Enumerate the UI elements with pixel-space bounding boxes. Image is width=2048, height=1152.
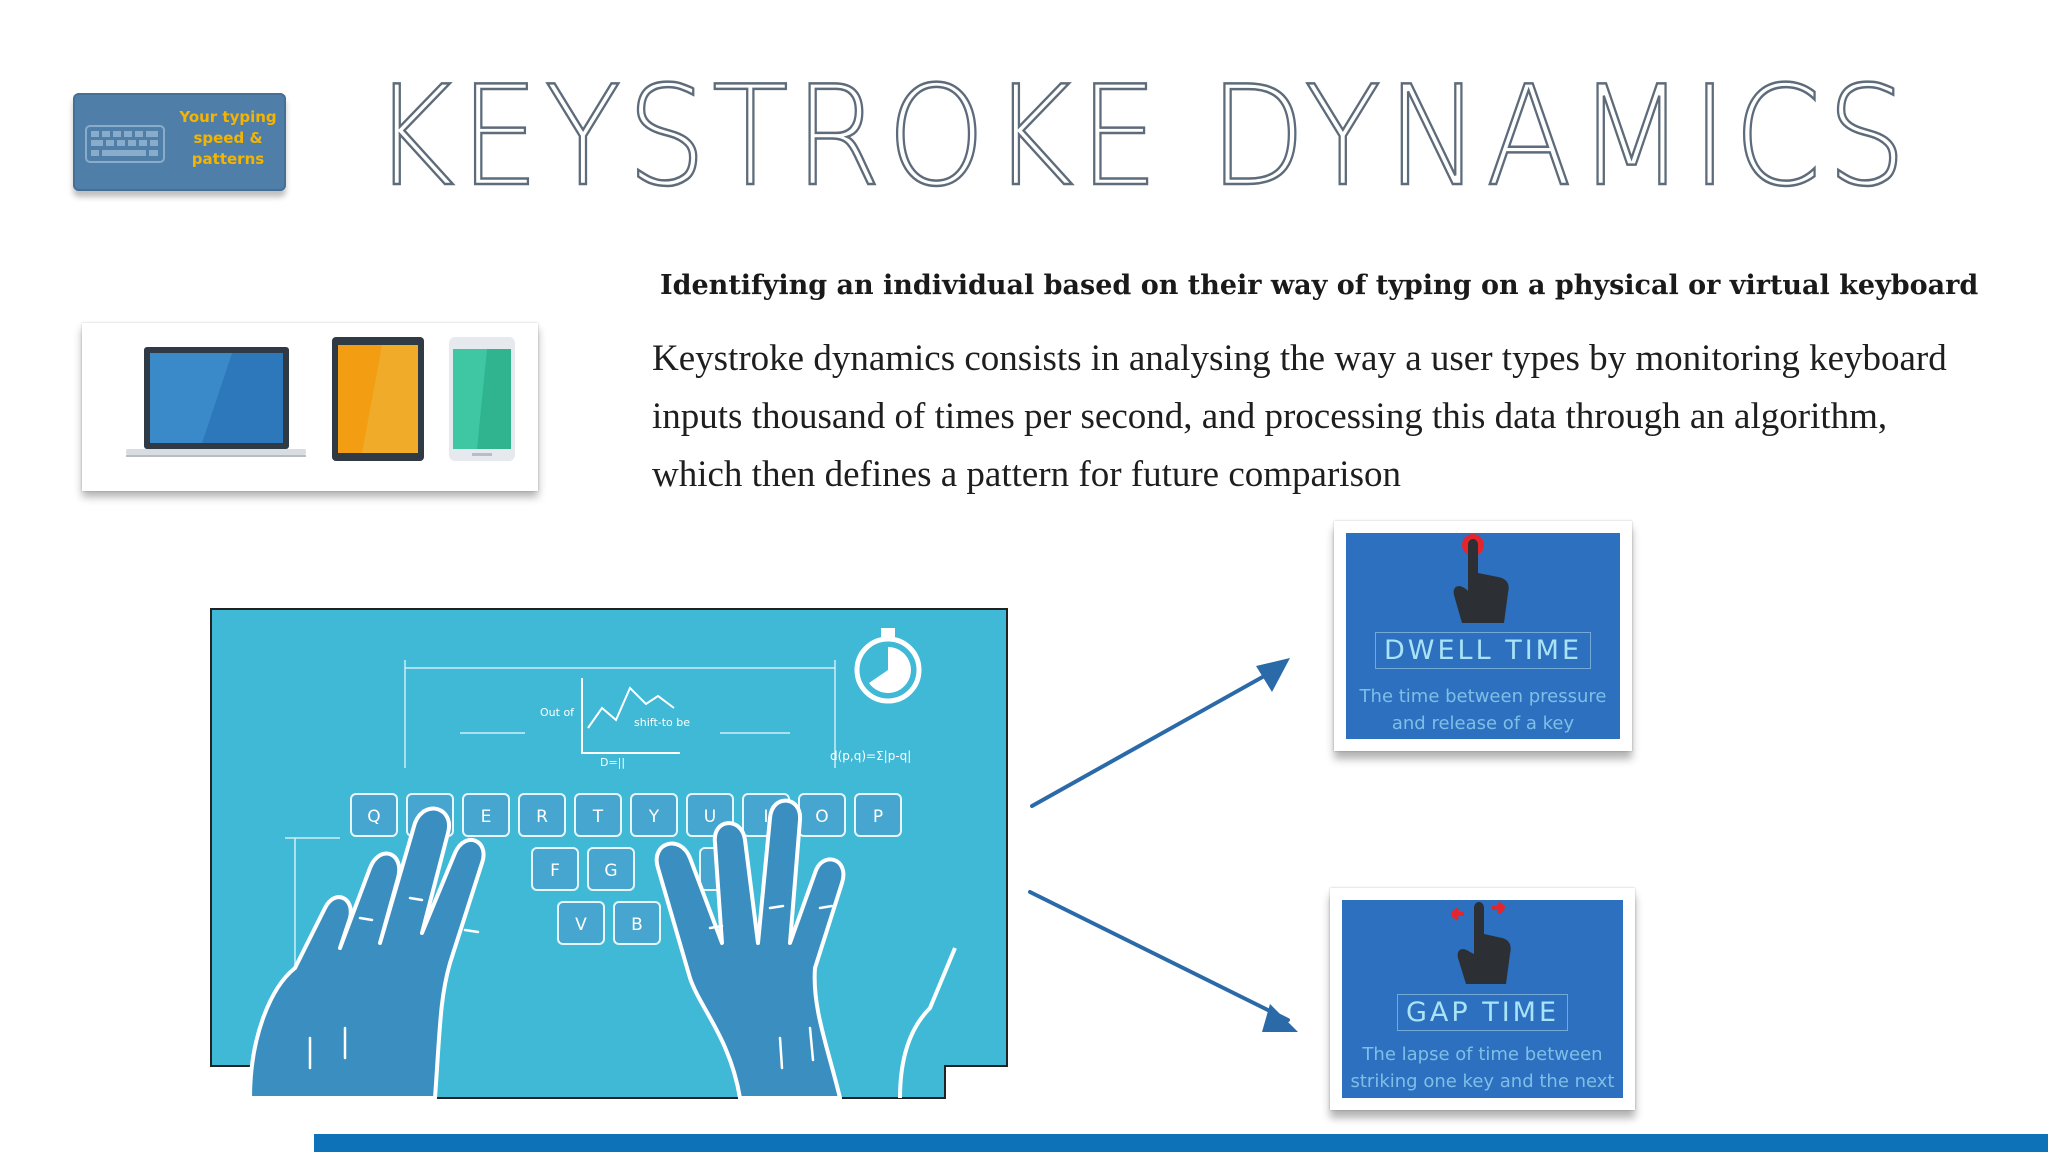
stopwatch-icon bbox=[854, 628, 922, 704]
slide-subtitle: Identifying an individual based on their… bbox=[660, 270, 1979, 301]
svg-text:P: P bbox=[873, 807, 883, 827]
svg-text:d(p,q)=Σ|p-q|: d(p,q)=Σ|p-q| bbox=[830, 749, 911, 763]
tablet-icon bbox=[332, 337, 424, 461]
svg-text:U: U bbox=[704, 807, 716, 827]
gap-time-card: GAP TIME The lapse of time between strik… bbox=[1330, 888, 1635, 1110]
bottom-accent-bar bbox=[314, 1134, 2048, 1152]
dwell-time-card: DWELL TIME The time between pressure and… bbox=[1334, 521, 1632, 751]
svg-text:O: O bbox=[815, 807, 828, 827]
keyboard-key: T bbox=[574, 793, 622, 837]
badge-line: patterns bbox=[191, 150, 265, 168]
svg-text:F: F bbox=[550, 861, 560, 881]
keyboard-key: F bbox=[531, 847, 579, 891]
svg-text:D=||: D=|| bbox=[600, 756, 625, 769]
badge-line: speed & bbox=[193, 129, 263, 147]
graph-sketch: Out of shift-to be D=|| d(p,q)=Σ|p-q| bbox=[540, 678, 911, 769]
keyboard-key: O bbox=[798, 793, 846, 837]
svg-text:B: B bbox=[631, 915, 643, 935]
finger-press-icon bbox=[1453, 534, 1509, 623]
devices-image bbox=[82, 323, 538, 491]
badge-line: Your typing bbox=[179, 108, 277, 126]
keyboard-key: Q bbox=[350, 793, 398, 837]
phone-icon bbox=[449, 337, 515, 461]
typing-patterns-badge: Your typing speed & patterns bbox=[73, 93, 286, 191]
dwell-time-description: The time between pressure and release of… bbox=[1359, 686, 1607, 734]
svg-text:Y: Y bbox=[648, 807, 660, 827]
svg-text:Out of: Out of bbox=[540, 706, 575, 719]
dwell-time-panel: DWELL TIME The time between pressure and… bbox=[1346, 533, 1620, 739]
dwell-time-label: DWELL TIME bbox=[1346, 632, 1620, 669]
svg-text:shift-to be: shift-to be bbox=[634, 716, 690, 729]
hands-icon bbox=[248, 798, 957, 1100]
keyboard-key: V bbox=[557, 901, 605, 945]
gap-time-label: GAP TIME bbox=[1342, 994, 1623, 1031]
keyboard-key: E bbox=[462, 793, 510, 837]
finger-gap-icon bbox=[1450, 901, 1511, 984]
laptop-icon bbox=[126, 347, 306, 457]
svg-text:G: G bbox=[604, 861, 617, 881]
svg-text:T: T bbox=[592, 807, 604, 827]
keyboard-key: R bbox=[518, 793, 566, 837]
description-paragraph: Keystroke dynamics consists in analysing… bbox=[652, 338, 1947, 495]
svg-text:I: I bbox=[763, 807, 768, 827]
slide-title: KEYSTROKE DYNAMICS bbox=[371, 56, 1913, 217]
svg-text:R: R bbox=[536, 807, 548, 827]
svg-text:V: V bbox=[575, 915, 587, 935]
keyboard-illustration: Out of shift-to be D=|| d(p,q)=Σ|p-q| QW… bbox=[210, 608, 1008, 1100]
keyboard-icon bbox=[85, 125, 165, 163]
badge-text: Your typing speed & patterns bbox=[173, 107, 283, 170]
gap-time-panel: GAP TIME The lapse of time between strik… bbox=[1342, 900, 1623, 1098]
svg-text:Q: Q bbox=[367, 807, 380, 827]
arrows-icon bbox=[1028, 658, 1298, 1032]
keyboard-key: Y bbox=[630, 793, 678, 837]
gap-time-description: The lapse of time between striking one k… bbox=[1350, 1044, 1615, 1092]
keyboard-key: B bbox=[613, 901, 661, 945]
svg-text:E: E bbox=[481, 807, 492, 827]
keyboard-key: G bbox=[587, 847, 635, 891]
devices-illustration bbox=[126, 337, 515, 461]
keyboard-key: P bbox=[854, 793, 902, 837]
